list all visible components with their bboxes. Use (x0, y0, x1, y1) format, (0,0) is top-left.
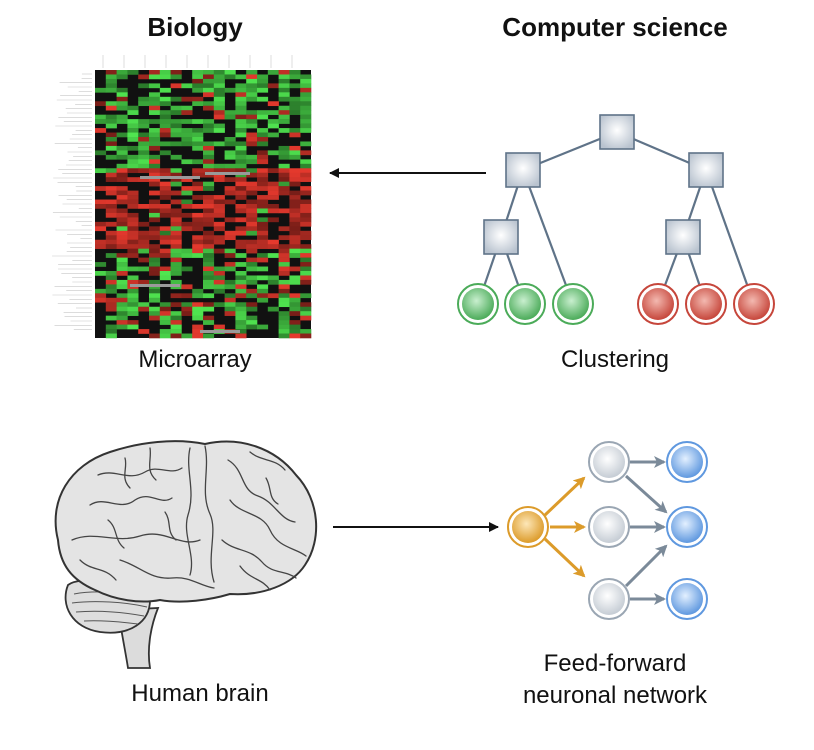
output-node-icon (666, 506, 708, 548)
feed-forward-network-caption: Feed-forward neuronal network (460, 648, 770, 712)
right-branch-node-icon (688, 152, 724, 188)
input-node-icon (507, 506, 549, 548)
biology-heading: Biology (147, 12, 243, 42)
green-leaf-icon (504, 283, 546, 325)
red-leaf-icon (733, 283, 775, 325)
root-node-icon (599, 114, 635, 150)
computer-science-heading: Computer science (502, 12, 728, 42)
clustering-caption: Clustering (560, 346, 670, 373)
left-subbranch-node-icon (483, 219, 519, 255)
cluster-leaf-nodes (457, 283, 775, 325)
cluster-square-nodes (483, 114, 724, 255)
human-brain-caption: Human brain (131, 680, 269, 707)
feed-forward-network (507, 441, 708, 620)
red-leaf-icon (685, 283, 727, 325)
hidden-node-icon (588, 441, 630, 483)
green-leaf-icon (552, 283, 594, 325)
microarray-heatmap (52, 55, 312, 339)
network-caption-line1: Feed-forward (543, 650, 687, 677)
right-subbranch-node-icon (665, 219, 701, 255)
network-caption-line2: neuronal network (522, 682, 708, 709)
left-branch-node-icon (505, 152, 541, 188)
human-brain-illustration (54, 440, 318, 669)
green-leaf-icon (457, 283, 499, 325)
output-node-icon (666, 441, 708, 483)
microarray-caption: Microarray (138, 346, 252, 373)
hidden-node-icon (588, 578, 630, 620)
red-leaf-icon (637, 283, 679, 325)
hidden-node-icon (588, 506, 630, 548)
output-node-icon (666, 578, 708, 620)
